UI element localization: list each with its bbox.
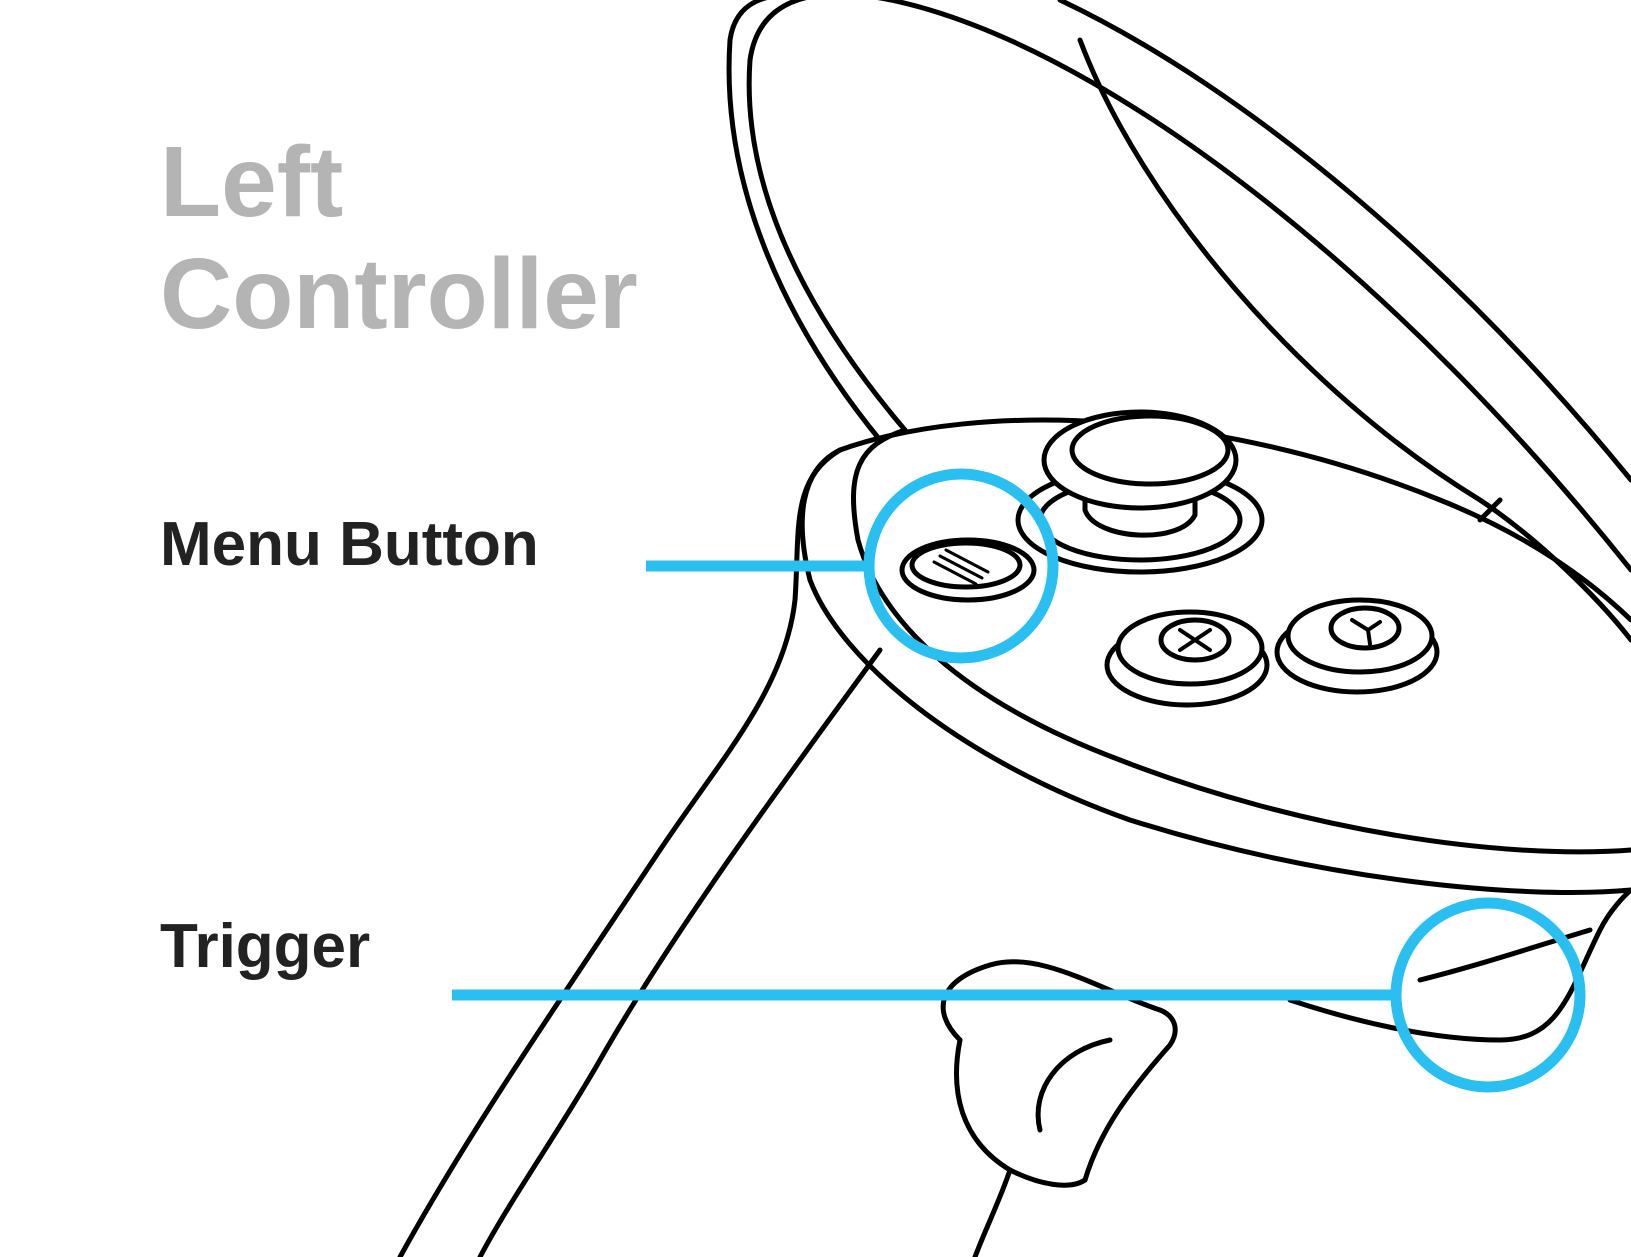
menu-button-outer [899,537,1037,603]
trigger-shape [940,959,1178,1183]
tracking-ring-inner [726,0,883,443]
trigger-label: Trigger [160,912,371,981]
y-button-glyph [1350,618,1382,646]
tracking-ring-outer [746,0,1631,573]
menu-button-glyph [932,548,990,586]
handle-left-edge [397,447,843,1257]
menu-button-inner [909,540,1023,590]
handle-left-inner-line [477,647,883,1257]
controller-face-edge [799,447,1631,895]
thumbstick-cap [1041,409,1239,511]
tracking-ring-inner-face [1077,37,1631,643]
grip-lower [954,1037,1088,1188]
menu-button-label: Menu Button [160,510,539,579]
controller-top-rim-inner [850,427,1631,855]
x-button-face [1158,617,1232,663]
tracking-ring-edge [1057,0,1631,483]
x-button-glyph [1178,628,1212,652]
controller-top-rim [837,417,1631,623]
page-title: Left Controller [160,126,638,350]
thumbstick-stem [1082,467,1198,538]
y-button-cap [1285,597,1435,675]
thumbstick-cap-top [1069,413,1231,487]
right-lower-crease [1417,927,1593,983]
trigger-callout-circle [1390,897,1586,1093]
title-line-1: Left [160,126,344,238]
right-lower-body [1287,887,1631,1043]
trigger-inner-fold [1035,1037,1113,1133]
x-button-cap [1115,609,1265,687]
title-line-2: Controller [160,238,638,350]
y-button-face [1328,605,1402,651]
grip-bottom [972,1167,1013,1257]
